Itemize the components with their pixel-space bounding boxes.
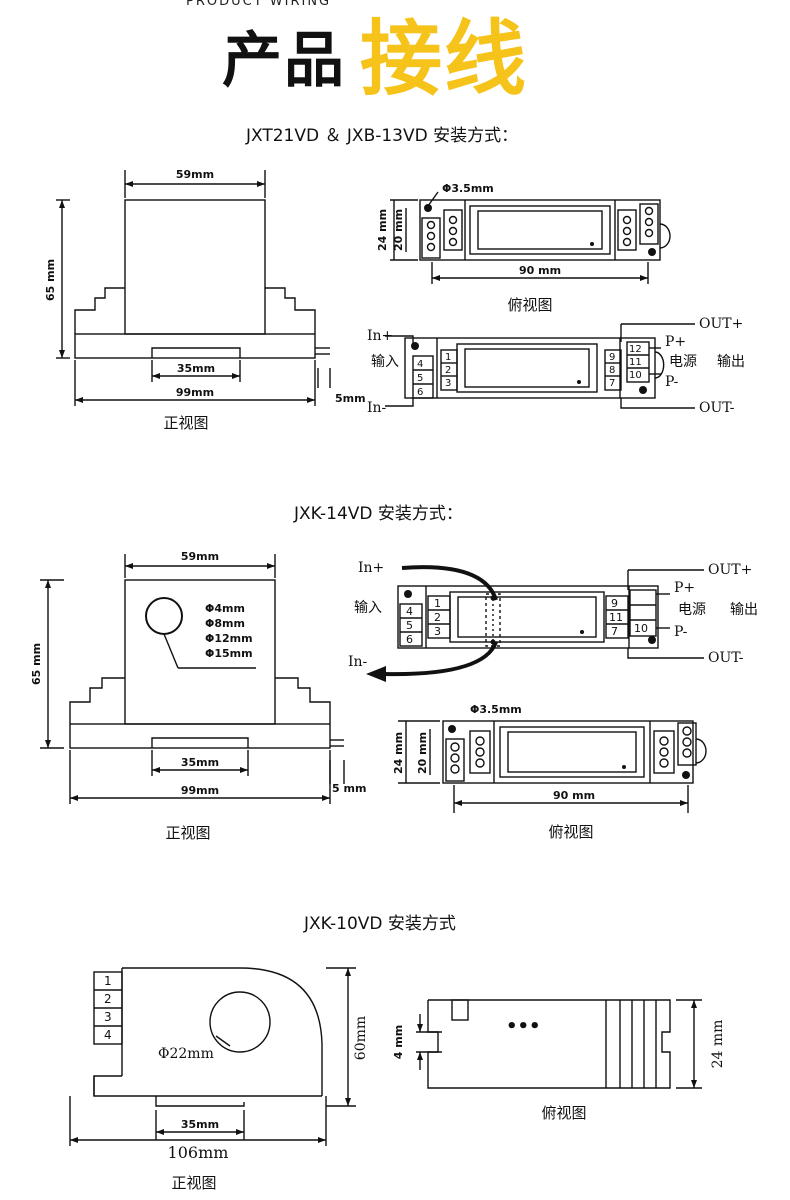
- s2-top-h-outer: 24 mm: [392, 732, 405, 774]
- s1-term-r-11: 11: [629, 357, 642, 368]
- page-banner: PRODUCT WIRING 产品 接线: [0, 0, 790, 107]
- s2-term-l-6: 6: [406, 633, 413, 646]
- s1-term-l-4: 4: [417, 359, 423, 370]
- s3-top-caption: 俯视图: [541, 1104, 586, 1122]
- s2-p-minus: P-: [674, 624, 688, 640]
- banner-subtitle: PRODUCT WIRING: [186, 0, 332, 9]
- s2-term-l-1: 1: [434, 597, 441, 610]
- s2-front-width: 59mm: [181, 550, 219, 563]
- section3-front-view: 1 2 3 4 Φ22mm 60mm 35mm 106mm 正视图: [69, 967, 369, 1192]
- s1-output: 输出: [717, 354, 745, 370]
- s1-top-h-outer: 24 mm: [376, 209, 389, 251]
- s2-front-rail: 35mm: [181, 756, 219, 769]
- s2-term-l-4: 4: [406, 605, 413, 618]
- s1-term-l-3: 3: [445, 378, 451, 389]
- s1-top-len: 90 mm: [519, 264, 561, 277]
- section1-wiring-diagram: In+ 输入 In- OUT+ OUT- P+ P- 电源 输出 4 5 6 1…: [367, 316, 745, 416]
- s3-front-base: 106mm: [168, 1143, 229, 1162]
- s2-hole-4: Φ4mm: [205, 602, 245, 615]
- s2-term-l-2: 2: [434, 611, 441, 624]
- s2-input: 输入: [354, 600, 382, 616]
- s1-top-caption: 俯视图: [507, 296, 552, 314]
- s1-term-l-6: 6: [417, 387, 423, 398]
- s2-in-minus: In-: [348, 654, 368, 670]
- section2-wiring-diagram: In+ 输入 In- OUT+ OUT- P+ P- 电源 输出 4 5 6 1…: [348, 560, 758, 682]
- s2-out-plus: OUT+: [708, 562, 752, 578]
- s1-term-l-1: 1: [445, 352, 451, 363]
- s3-front-hole: Φ22mm: [158, 1046, 214, 1062]
- section2-title: JXK-14VD 安装方式：: [294, 504, 463, 524]
- s1-front-caption: 正视图: [163, 414, 208, 432]
- s2-power: 电源: [678, 602, 706, 618]
- s1-term-l-5: 5: [417, 373, 423, 384]
- s2-term-l-3: 3: [434, 625, 441, 638]
- s1-in-minus: In-: [367, 400, 387, 416]
- section2-top-view: Φ3.5mm 24 mm 20 mm 90 mm 俯视图: [392, 703, 707, 841]
- s2-front-base: 99mm: [181, 784, 219, 797]
- banner-title-accent: 接线: [360, 12, 529, 107]
- s1-power: 电源: [669, 354, 697, 370]
- s2-hole-15: Φ15mm: [205, 647, 253, 660]
- s2-top-len: 90 mm: [553, 789, 595, 802]
- s3-front-rail: 35mm: [181, 1118, 219, 1131]
- s1-front-height: 65 mm: [44, 259, 57, 301]
- s1-p-minus: P-: [665, 374, 679, 390]
- s2-output: 输出: [730, 602, 758, 618]
- s2-front-height: 65 mm: [30, 643, 43, 685]
- s1-front-width: 59mm: [176, 168, 214, 181]
- s3-front-height: 60mm: [353, 1016, 369, 1060]
- s1-in-plus: In+: [367, 328, 393, 344]
- s1-front-rail: 35mm: [177, 362, 215, 375]
- s3-term-3: 3: [104, 1010, 112, 1024]
- s3-term-2: 2: [104, 992, 112, 1006]
- s3-term-4: 4: [104, 1028, 112, 1042]
- s2-hole-12: Φ12mm: [205, 632, 253, 645]
- s1-term-r-9: 9: [609, 352, 615, 363]
- section3-title: JXK-10VD 安装方式: [304, 914, 456, 934]
- s1-top-h-inner: 20 mm: [392, 209, 405, 251]
- s2-top-hole: Φ3.5mm: [470, 703, 522, 716]
- section3-top-view: ••• 4 mm 24 mm 俯视图: [392, 999, 726, 1122]
- s2-front-gap: 5 mm: [332, 782, 366, 795]
- banner-title-main: 产品: [222, 26, 346, 96]
- s2-top-caption: 俯视图: [548, 823, 593, 841]
- s2-top-h-inner: 20 mm: [416, 732, 429, 774]
- s3-top-height: 24 mm: [710, 1020, 726, 1069]
- s1-p-plus: P+: [665, 334, 686, 350]
- s2-front-caption: 正视图: [165, 824, 210, 842]
- s1-term-r-12: 12: [629, 344, 642, 355]
- s3-term-1: 1: [104, 974, 112, 988]
- s2-p-plus: P+: [674, 580, 695, 596]
- s3-top-small: 4 mm: [392, 1025, 405, 1059]
- s2-term-r-11: 11: [609, 611, 623, 624]
- s1-term-l-2: 2: [445, 365, 451, 376]
- section1-title: JXT21VD ＆ JXB-13VD 安装方式：: [246, 126, 519, 146]
- s2-term-r-7: 7: [611, 625, 618, 638]
- section1-top-view: Φ3.5mm 24 mm 20 mm 90 mm 俯视图: [376, 182, 671, 314]
- s1-out-plus: OUT+: [699, 316, 743, 332]
- s2-in-plus: In+: [358, 560, 384, 576]
- s1-front-gap: 5mm: [335, 392, 366, 405]
- s2-hole-8: Φ8mm: [205, 617, 245, 630]
- s1-out-minus: OUT-: [699, 400, 735, 416]
- s1-term-r-8: 8: [609, 365, 615, 376]
- s1-term-r-7: 7: [609, 378, 615, 389]
- s2-term-r-10: 10: [634, 622, 648, 635]
- s1-front-base: 99mm: [176, 386, 214, 399]
- section2-front-view: 59mm 65 mm 35mm 99mm 5 mm Φ4mm Φ8mm Φ12m…: [30, 550, 366, 842]
- s2-out-minus: OUT-: [708, 650, 744, 666]
- section1-front-view: 59mm 65 mm 35mm 99mm 5mm 正视图: [44, 168, 366, 432]
- s1-top-hole: Φ3.5mm: [442, 182, 494, 195]
- s2-term-l-5: 5: [406, 619, 413, 632]
- s3-front-caption: 正视图: [171, 1174, 216, 1192]
- s2-term-r-9: 9: [611, 597, 618, 610]
- s1-term-r-10: 10: [629, 370, 642, 381]
- s1-input: 输入: [371, 354, 399, 370]
- s3-top-dots: •••: [506, 1016, 541, 1037]
